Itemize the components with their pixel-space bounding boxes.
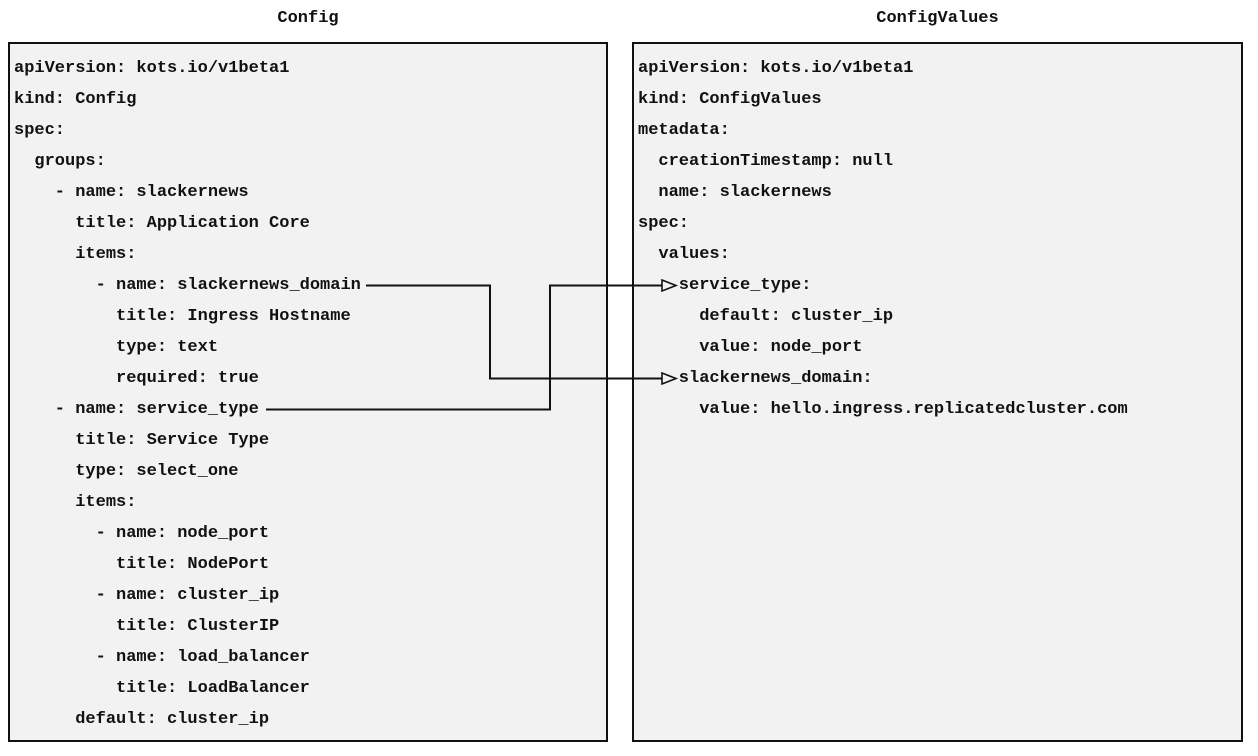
configvalues-yaml-code: apiVersion: kots.io/v1beta1 kind: Config… xyxy=(638,59,1128,419)
config-panel: apiVersion: kots.io/v1beta1 kind: Config… xyxy=(8,42,608,742)
configvalues-panel: apiVersion: kots.io/v1beta1 kind: Config… xyxy=(632,42,1243,742)
configvalues-panel-title: ConfigValues xyxy=(876,9,999,28)
config-panel-title: Config xyxy=(277,9,339,28)
config-yaml-code: apiVersion: kots.io/v1beta1 kind: Config… xyxy=(14,59,361,729)
